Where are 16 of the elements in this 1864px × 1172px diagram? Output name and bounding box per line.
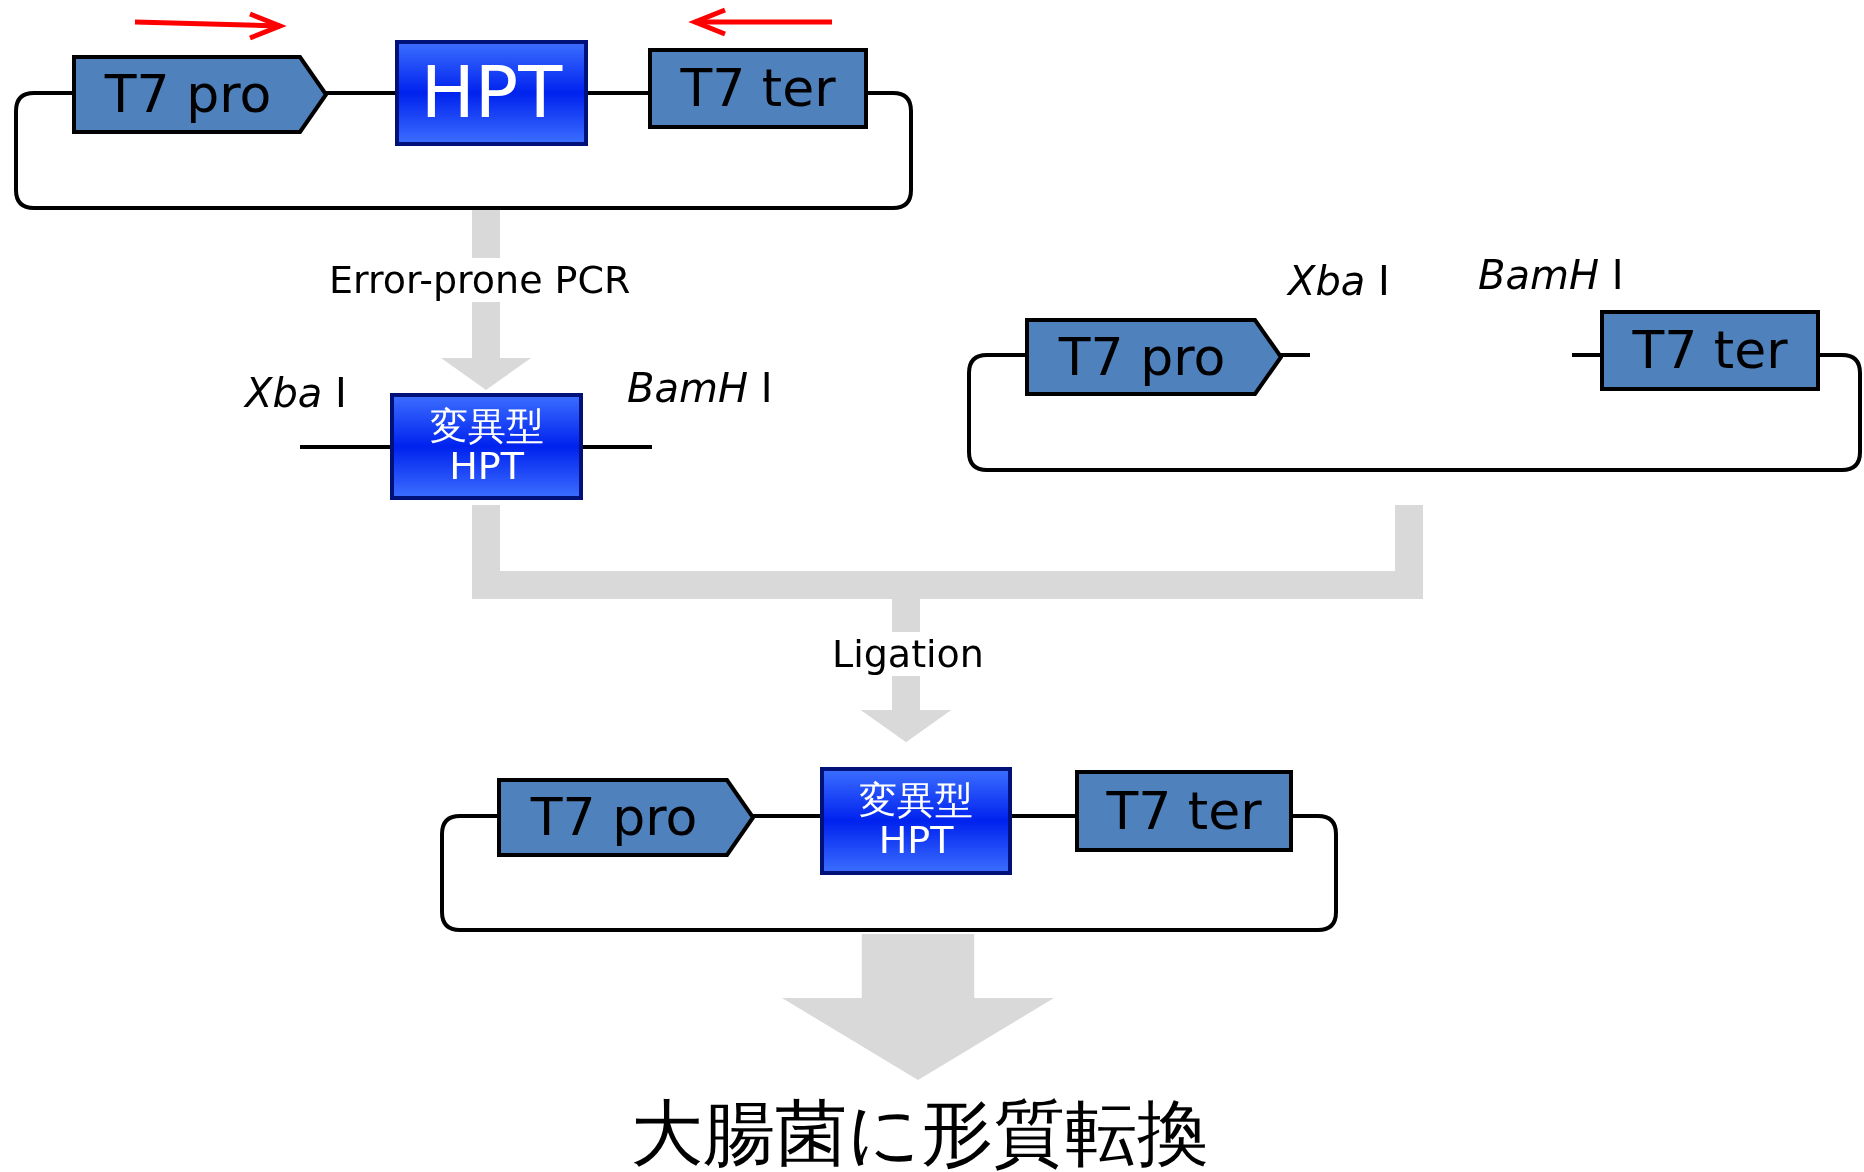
promoter-arrow: T7 pro	[72, 55, 328, 134]
restriction-site-label: BamH I	[627, 365, 773, 411]
gene-box: 変異型 HPT	[820, 767, 1012, 875]
terminator-box: T7 ter	[648, 48, 868, 129]
flow-arrow	[441, 210, 531, 390]
restriction-site-label: BamH I	[1478, 252, 1624, 298]
restriction-site-label: Xba I	[245, 370, 347, 416]
promoter-arrow: T7 pro	[1025, 318, 1283, 396]
gene-box: 変異型 HPT	[390, 393, 583, 500]
promoter-arrow: T7 pro	[497, 778, 755, 857]
terminator-box: T7 ter	[1600, 310, 1820, 391]
flow-arrow	[861, 505, 1423, 742]
result-text: 大腸菌に形質転換	[560, 1095, 1280, 1172]
restriction-site-label: Xba I	[1288, 258, 1390, 304]
terminator-box: T7 ter	[1075, 770, 1293, 852]
gene-box: HPT	[395, 40, 588, 146]
